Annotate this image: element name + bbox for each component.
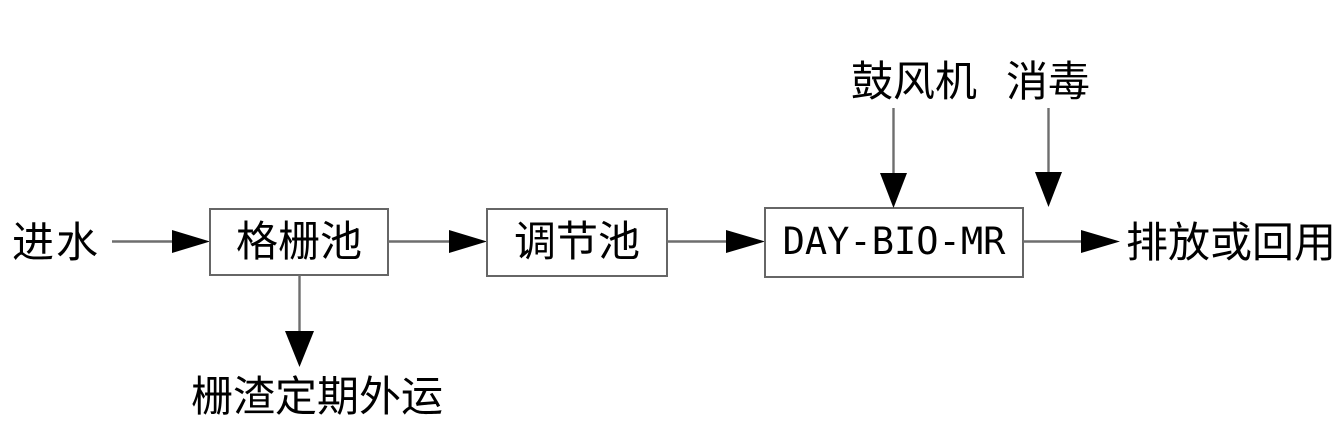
arrowhead-inlet-to-grid-pool <box>172 230 210 253</box>
inlet-label: 进水 <box>12 221 100 267</box>
arrowhead-bioreactor-to-outlet <box>1081 230 1120 253</box>
regulation-pool-box <box>486 208 668 277</box>
bioreactor-box <box>764 207 1024 278</box>
disinfection-label: 消毒 <box>1006 60 1090 106</box>
arrowhead-regulation-pool-to-bioreactor <box>726 230 765 253</box>
arrowhead-grid-pool-to-regulation-pool <box>449 230 487 253</box>
arrowhead-blower-to-bioreactor <box>880 173 907 208</box>
outlet-label: 排放或回用 <box>1126 221 1333 267</box>
arrowhead-grid-pool-to-residue <box>285 331 314 367</box>
bioreactor-label: DAY-BIO-MR <box>783 220 1006 263</box>
arrowhead-disinfection-to-outlet-line <box>1035 172 1062 207</box>
blower-label: 鼓风机 <box>851 60 977 106</box>
grid-pool-label: 格栅池 <box>236 220 362 266</box>
residue-label: 栅渣定期外运 <box>191 374 443 421</box>
regulation-pool-label: 调节池 <box>514 220 640 266</box>
